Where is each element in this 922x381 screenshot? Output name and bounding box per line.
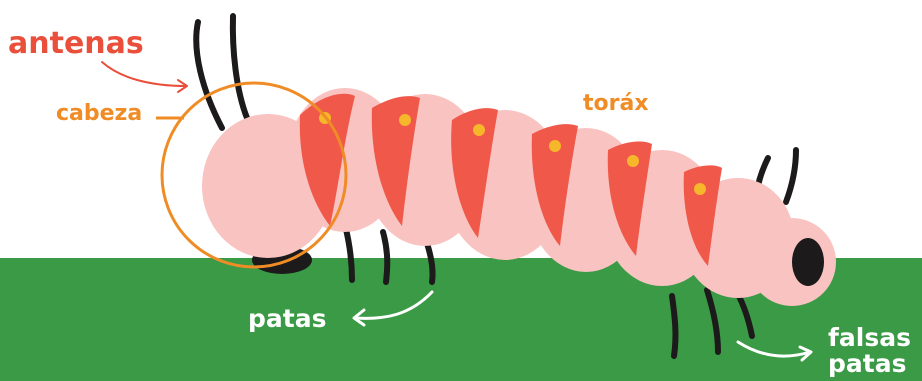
label-prolegs: falsas patas	[828, 325, 911, 376]
label-thorax: toráx	[583, 93, 649, 115]
tail-tip	[792, 238, 824, 286]
head-antennae	[196, 16, 247, 128]
antennae-arrow	[102, 62, 187, 92]
label-prolegs-line1: falsas	[828, 325, 911, 351]
label-legs: patas	[248, 306, 326, 331]
label-head: cabeza	[56, 103, 142, 125]
label-antennae: antenas	[8, 29, 144, 59]
label-prolegs-line2: patas	[828, 351, 911, 377]
